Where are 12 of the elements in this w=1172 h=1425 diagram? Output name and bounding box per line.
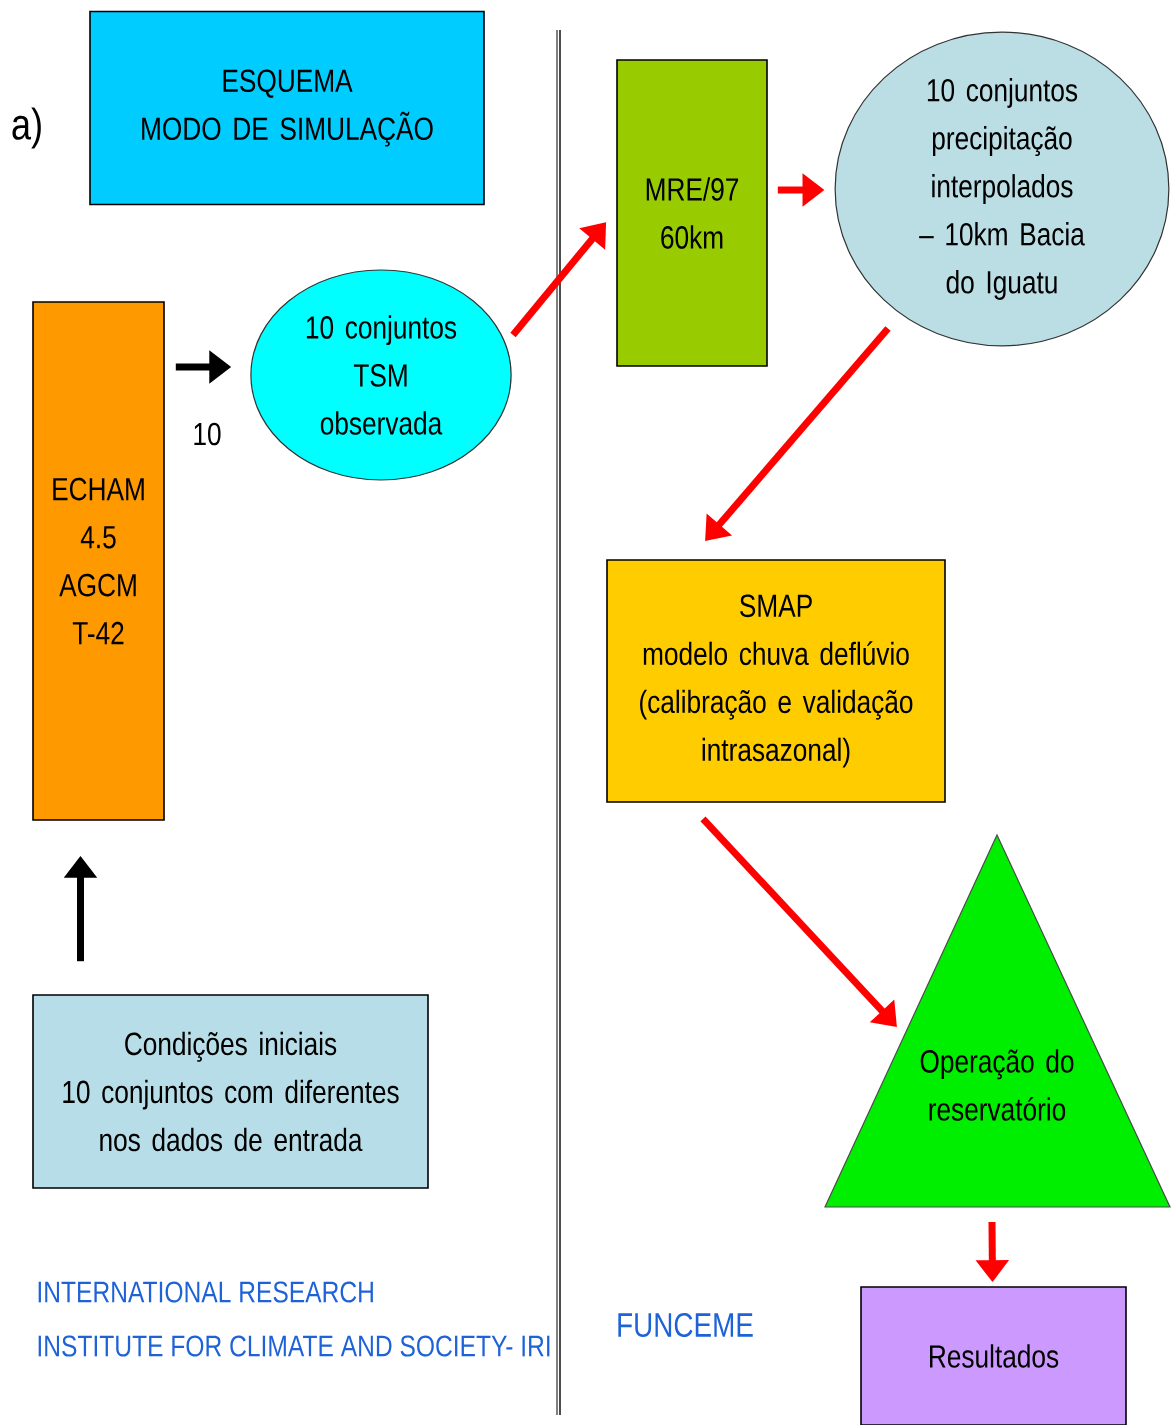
panel-letter: a) [12,107,41,149]
institution-name: INSTITUTE FOR CLIMATE AND SOCIETY- IRI [38,1335,550,1357]
model-box: ECHAM 4.5 AGCM T-42 [32,301,165,821]
arrow [700,816,897,1027]
institution-name: FUNCEME [618,1312,753,1338]
result-box: Resultados [860,1286,1127,1425]
input-box: Condições iniciais 10 conjuntos com diferentes nos dados de entrada [32,994,429,1189]
model-box: MRE/97 60km [616,59,768,367]
title-box: ESQUEMA MODO DE SIMULAÇÃO [89,10,485,206]
institution-name: INTERNATIONAL RESEARCH [38,1281,373,1303]
model-box: SMAP modelo chuva deflúvio (calibração e validação intrasazonal) [606,559,946,803]
edge-label: 10 [194,422,221,446]
